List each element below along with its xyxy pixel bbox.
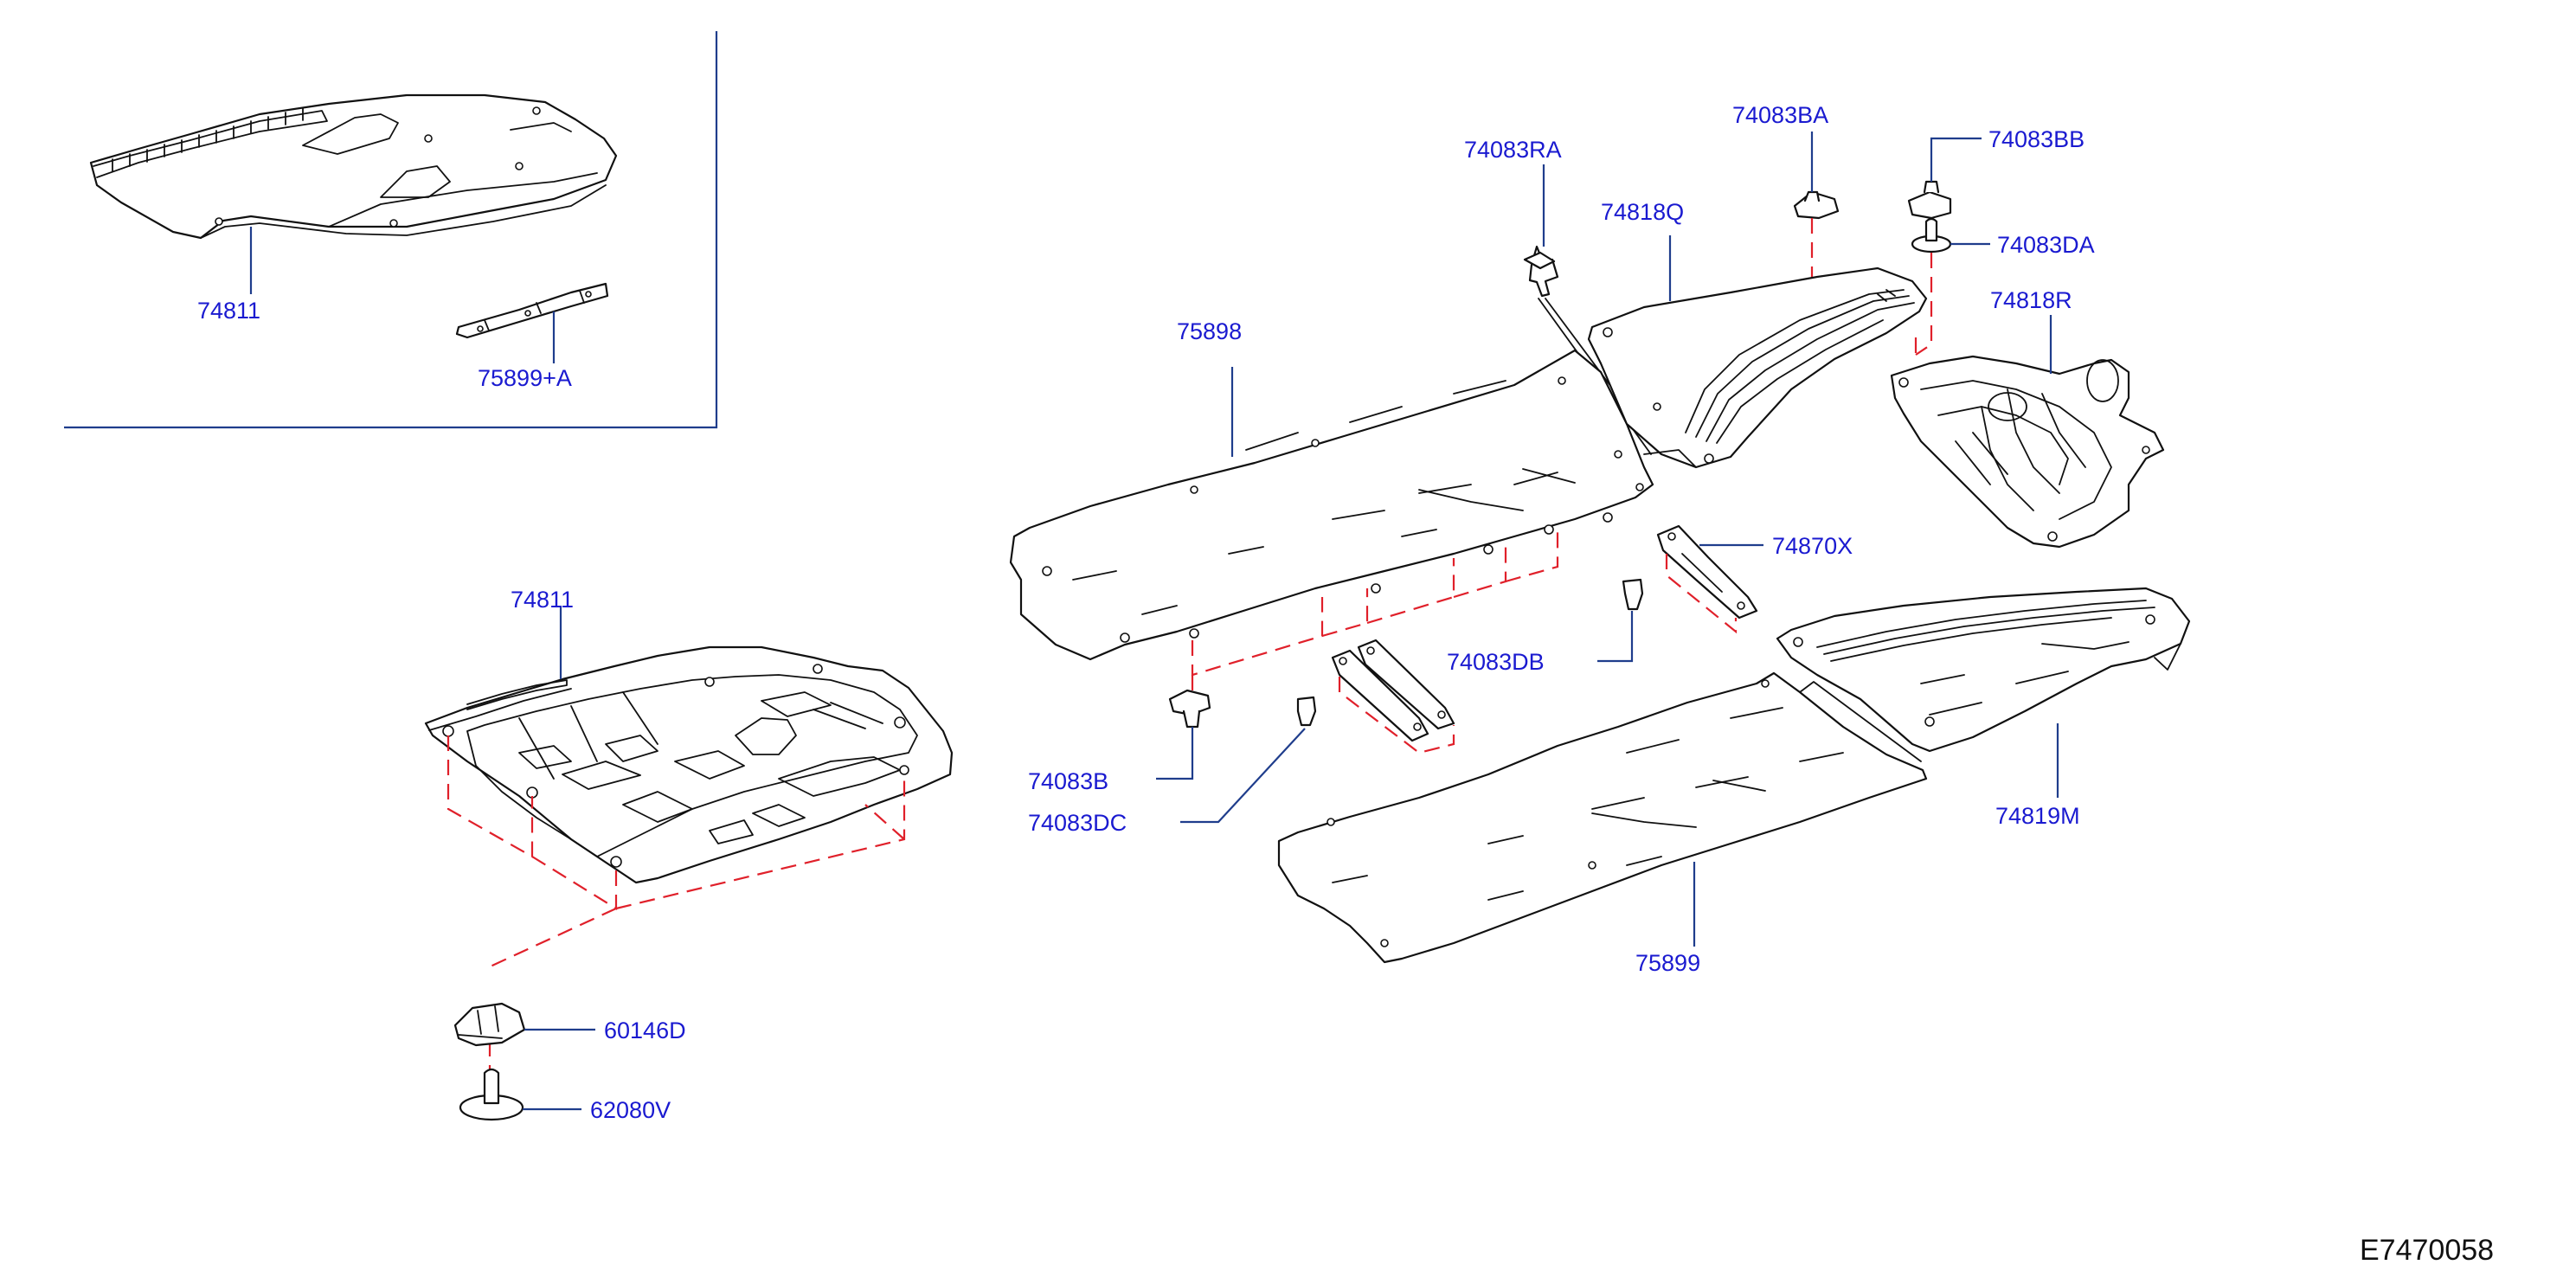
part-75898-floor-cover <box>1009 349 1654 661</box>
label-74083ba: 74083BA <box>1732 102 1828 128</box>
part-74083ba-clip <box>1793 190 1840 220</box>
label-60146d: 60146D <box>604 1018 686 1043</box>
label-75898: 75898 <box>1177 318 1242 344</box>
part-60146d-clip <box>453 1002 526 1047</box>
part-74818q-side-cover <box>1587 266 1928 469</box>
part-74811-under-cover <box>424 645 954 884</box>
dashes-75898 <box>1191 528 1559 692</box>
drawing-number: E7470058 <box>2360 1234 2494 1267</box>
label-74819m: 74819M <box>1995 803 2080 829</box>
part-bracket-pair <box>1331 639 1455 742</box>
label-74083db: 74083DB <box>1447 649 1545 675</box>
part-74083b-clip <box>1168 689 1211 729</box>
label-74870x: 74870X <box>1772 533 1853 559</box>
label-74818q: 74818Q <box>1601 199 1684 225</box>
dashes-74083da <box>1914 253 1933 356</box>
part-74083da-grommet <box>1911 217 1952 254</box>
part-74083ra-pin <box>1523 245 1559 298</box>
label-75899a: 75899+A <box>478 365 572 391</box>
part-75899-floor-cover <box>1277 671 1928 964</box>
part-74818r-duct <box>1890 355 2165 549</box>
part-62080v-grommet <box>459 1068 524 1121</box>
inset-frame <box>64 31 718 429</box>
part-74083db-screw <box>1622 578 1644 611</box>
part-74819m-side-cover <box>1776 587 2191 753</box>
label-74811-inset: 74811 <box>197 298 260 324</box>
label-75899: 75899 <box>1635 950 1700 976</box>
part-74811-inset-cover <box>89 93 618 240</box>
part-74083bb-clip <box>1907 180 1952 220</box>
label-74083ra: 74083RA <box>1464 137 1562 163</box>
part-74870x-bracket <box>1656 524 1758 620</box>
dashes-74811 <box>446 735 906 1077</box>
dashes-bracket-pair <box>1338 677 1455 754</box>
label-74811: 74811 <box>511 587 574 613</box>
label-74083b: 74083B <box>1028 768 1108 794</box>
label-62080v: 62080V <box>590 1097 671 1123</box>
label-74083da: 74083DA <box>1997 232 2095 258</box>
part-74083dc-screw <box>1296 696 1317 727</box>
label-74818r: 74818R <box>1990 287 2072 313</box>
dashes-74870x <box>1665 554 1738 634</box>
part-75899a-bracket <box>455 282 609 339</box>
label-74083dc: 74083DC <box>1028 810 1127 836</box>
label-74083bb: 74083BB <box>1988 126 2085 152</box>
